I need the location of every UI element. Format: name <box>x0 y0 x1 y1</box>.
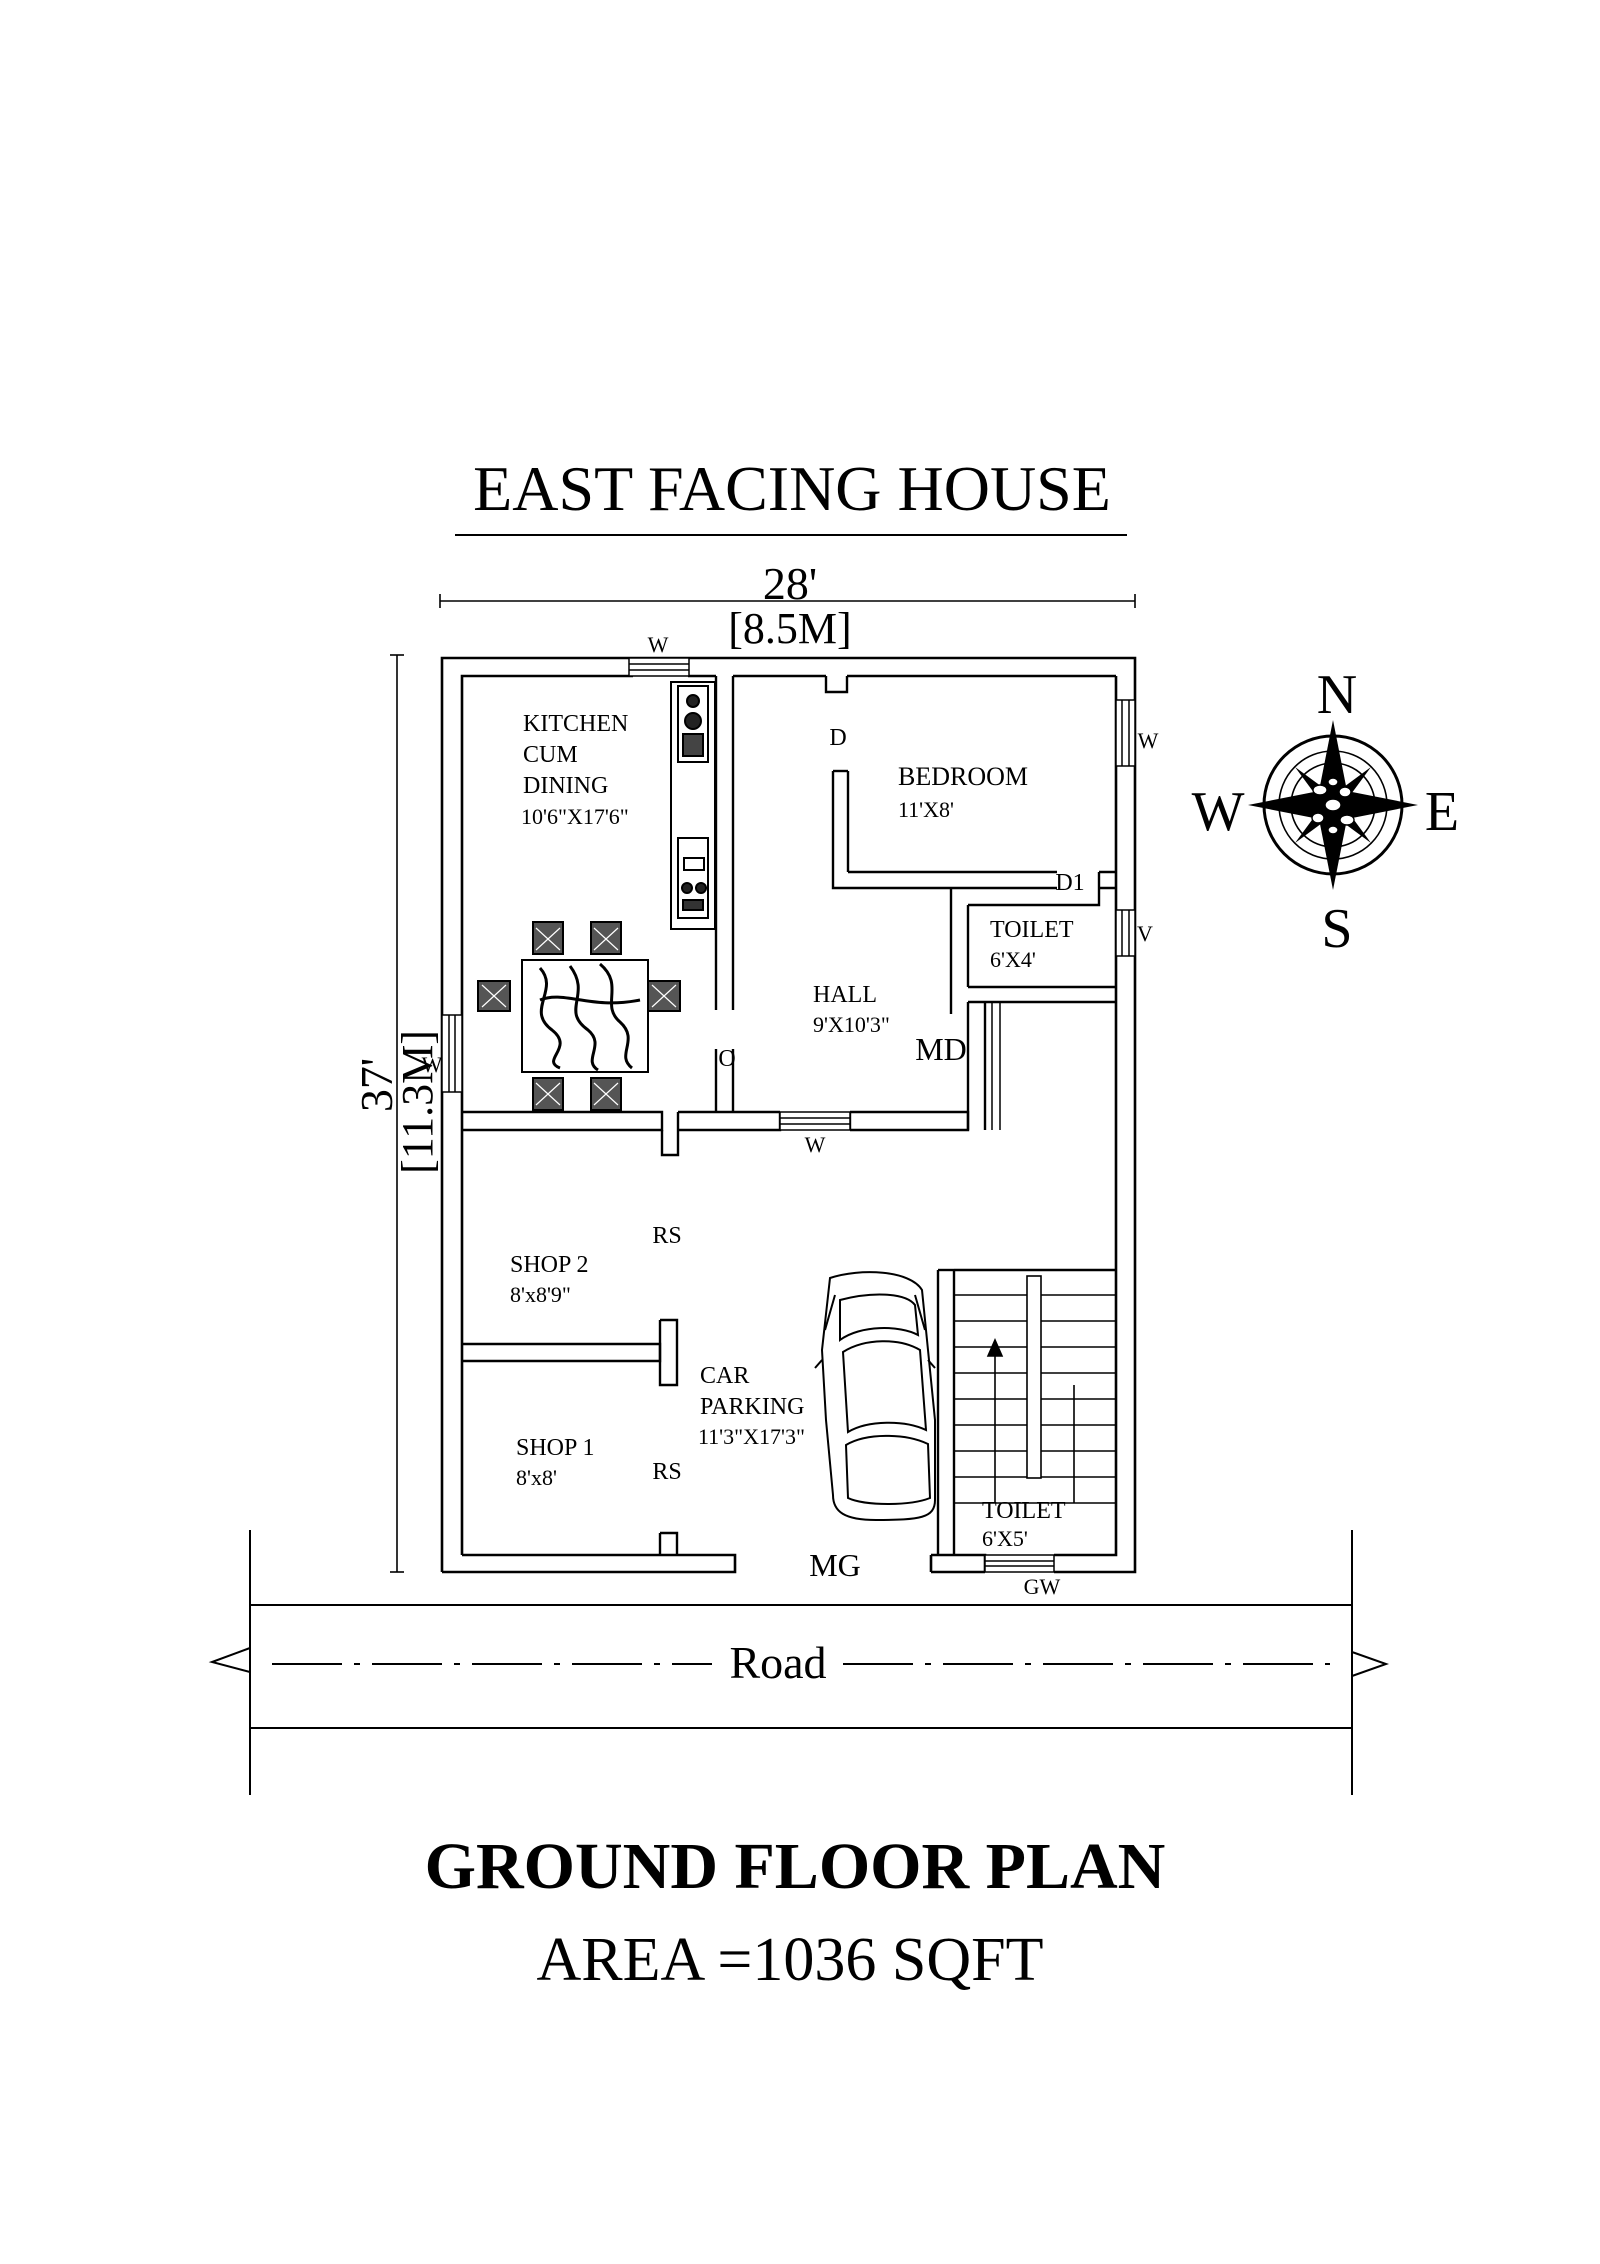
toilet-bottom-label: TOILET <box>982 1498 1066 1524</box>
toilet-bottom-size: 6'X5' <box>982 1526 1028 1551</box>
toilet-top-label: TOILET <box>990 917 1074 943</box>
plan-name: GROUND FLOOR PLAN <box>425 1830 1166 1903</box>
window-bedroom <box>1115 699 1136 767</box>
gate-window-label: GW <box>1024 1574 1061 1599</box>
bedroom-size: 11'X8' <box>898 797 954 822</box>
bedroom-label: BEDROOM <box>898 762 1028 791</box>
depth-dimension: 37' [11.3M] <box>351 654 442 1573</box>
plan-title: EAST FACING HOUSE <box>473 453 1111 524</box>
compass-icon <box>1248 720 1418 890</box>
window-kitchen-west-label: W <box>422 1052 443 1077</box>
hall-label: HALL <box>813 982 877 1008</box>
interior-walls <box>462 674 1116 1555</box>
car-parking-label-line1: CAR <box>700 1363 749 1389</box>
main-gate-label: MG <box>809 1547 861 1583</box>
kitchen-label-line1: KITCHEN <box>523 711 628 737</box>
shop2-size: 8'x8'9" <box>510 1282 571 1307</box>
door-bedroom-label: D <box>829 725 846 751</box>
dining-set <box>477 921 681 1111</box>
window-kitchen-top <box>628 657 690 677</box>
window-hall-south-label: W <box>805 1132 826 1157</box>
main-door-frame <box>991 1002 1001 1130</box>
shop2-label: SHOP 2 <box>510 1252 588 1278</box>
width-dimension: 28' [8.5M] <box>439 558 1136 653</box>
kitchen-label-line2: CUM <box>523 742 578 768</box>
dining-table-grain <box>538 962 641 1072</box>
toilet-top-size: 6'X4' <box>990 947 1036 972</box>
compass-north: N <box>1317 664 1357 726</box>
window-kitchen-top-label: W <box>648 632 669 657</box>
car-icon <box>814 1271 936 1522</box>
room-labels: KITCHEN CUM DINING 10'6"X17'6" BEDROOM 1… <box>510 711 1074 1551</box>
staircase <box>954 1275 1116 1504</box>
compass-west: W <box>1192 781 1245 843</box>
window-kitchen-west <box>441 1014 463 1093</box>
compass-east: E <box>1425 781 1459 843</box>
gate-window <box>984 1554 1055 1573</box>
road <box>208 1530 1390 1795</box>
kitchen-counter <box>670 681 716 930</box>
outer-walls <box>440 656 1137 1574</box>
hall-size: 9'X10'3" <box>813 1012 890 1037</box>
width-meters: [8.5M] <box>728 604 851 653</box>
shop1-shutter-label: RS <box>652 1459 681 1485</box>
road-label: Road <box>729 1637 826 1688</box>
width-feet: 28' <box>763 558 817 609</box>
car-parking-size: 11'3"X17'3" <box>698 1424 805 1449</box>
ventilator-toilet-label: V <box>1137 921 1153 946</box>
main-door-label: MD <box>915 1031 967 1067</box>
car-parking-label-line2: PARKING <box>700 1394 804 1420</box>
shop1-size: 8'x8' <box>516 1465 557 1490</box>
opening-labels: D D1 O MD RS RS MG <box>652 725 1084 1583</box>
shop1-label: SHOP 1 <box>516 1435 594 1461</box>
compass-south: S <box>1321 898 1352 960</box>
window-bedroom-label: W <box>1138 728 1159 753</box>
kitchen-size: 10'6"X17'6" <box>521 804 629 829</box>
opening-label: O <box>718 1046 735 1072</box>
door-toilet-label: D1 <box>1055 870 1084 896</box>
depth-feet: 37' <box>351 1058 402 1112</box>
ventilator-toilet <box>1115 909 1136 957</box>
shop2-shutter-label: RS <box>652 1223 681 1249</box>
kitchen-label-line3: DINING <box>523 773 608 799</box>
area-label: AREA =1036 SQFT <box>537 1926 1044 1994</box>
depth-meters: [11.3M] <box>393 1030 442 1174</box>
window-hall-south <box>779 1111 851 1131</box>
